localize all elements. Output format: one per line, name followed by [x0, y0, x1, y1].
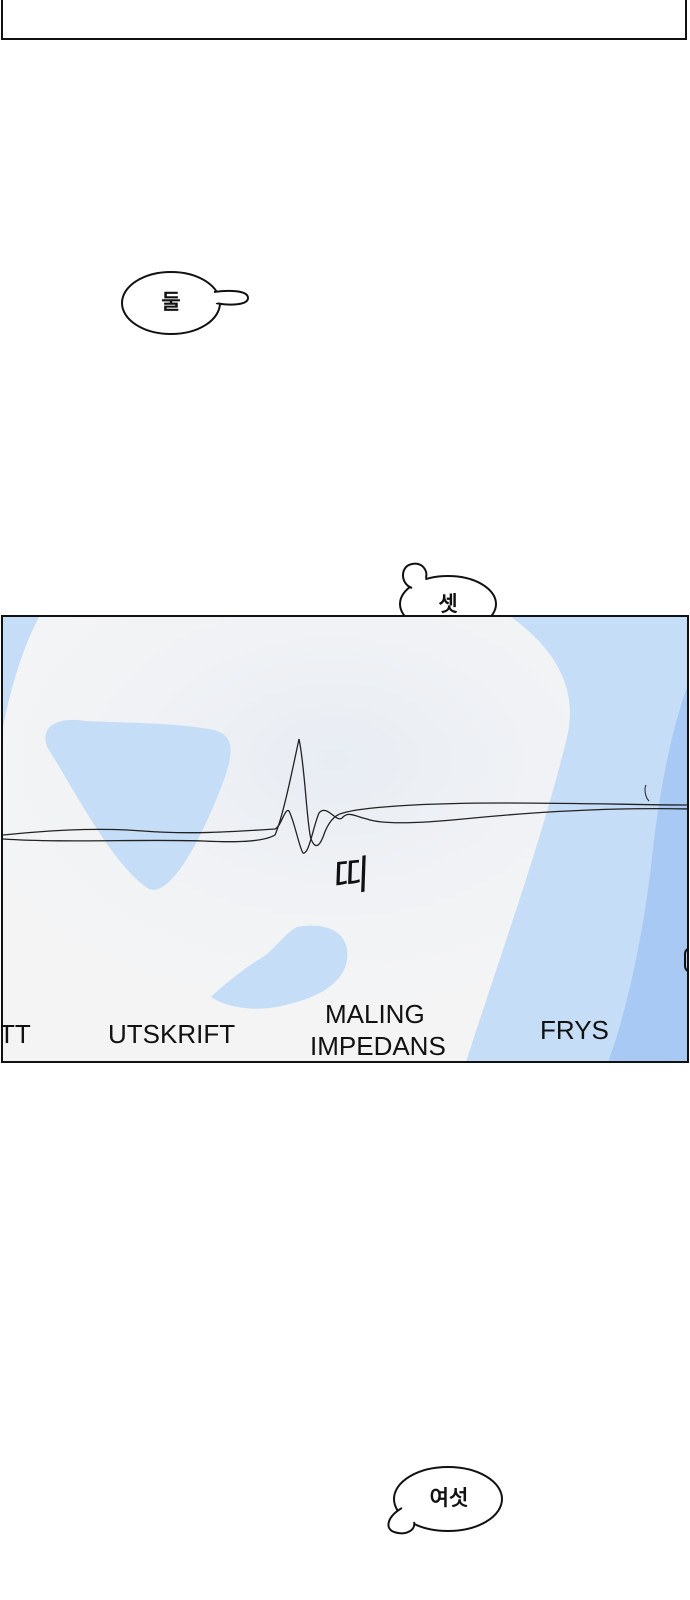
- beep-sound-effect: 띠: [332, 851, 371, 903]
- screen-label-impedans: IMPEDANS: [310, 1031, 446, 1061]
- monitor-screen-background: [3, 617, 687, 1061]
- screen-label-maling: MALING: [325, 999, 425, 1029]
- screen-label-utskrift: UTSKRIFT: [108, 1019, 236, 1049]
- top-panel-frame: [1, 0, 687, 40]
- monitor-screen-panel: 띠 TT UTSKRIFT MALING IMPEDANS FRYS: [1, 615, 689, 1063]
- bubble-text-two: 둘: [161, 290, 181, 314]
- speech-bubble-two: 둘: [120, 270, 250, 340]
- screen-label-frys: FRYS: [540, 1015, 609, 1045]
- bubble-text-six: 여섯: [429, 1486, 469, 1510]
- speech-bubble-shape: [387, 1466, 503, 1535]
- screen-label-cut-right-mark: [684, 947, 687, 973]
- bubble-text-three: 셋: [438, 592, 458, 616]
- speech-bubble-shape: [121, 271, 250, 335]
- speech-bubble-six: 여섯: [384, 1466, 506, 1540]
- screen-label-cut-left: TT: [1, 1019, 31, 1049]
